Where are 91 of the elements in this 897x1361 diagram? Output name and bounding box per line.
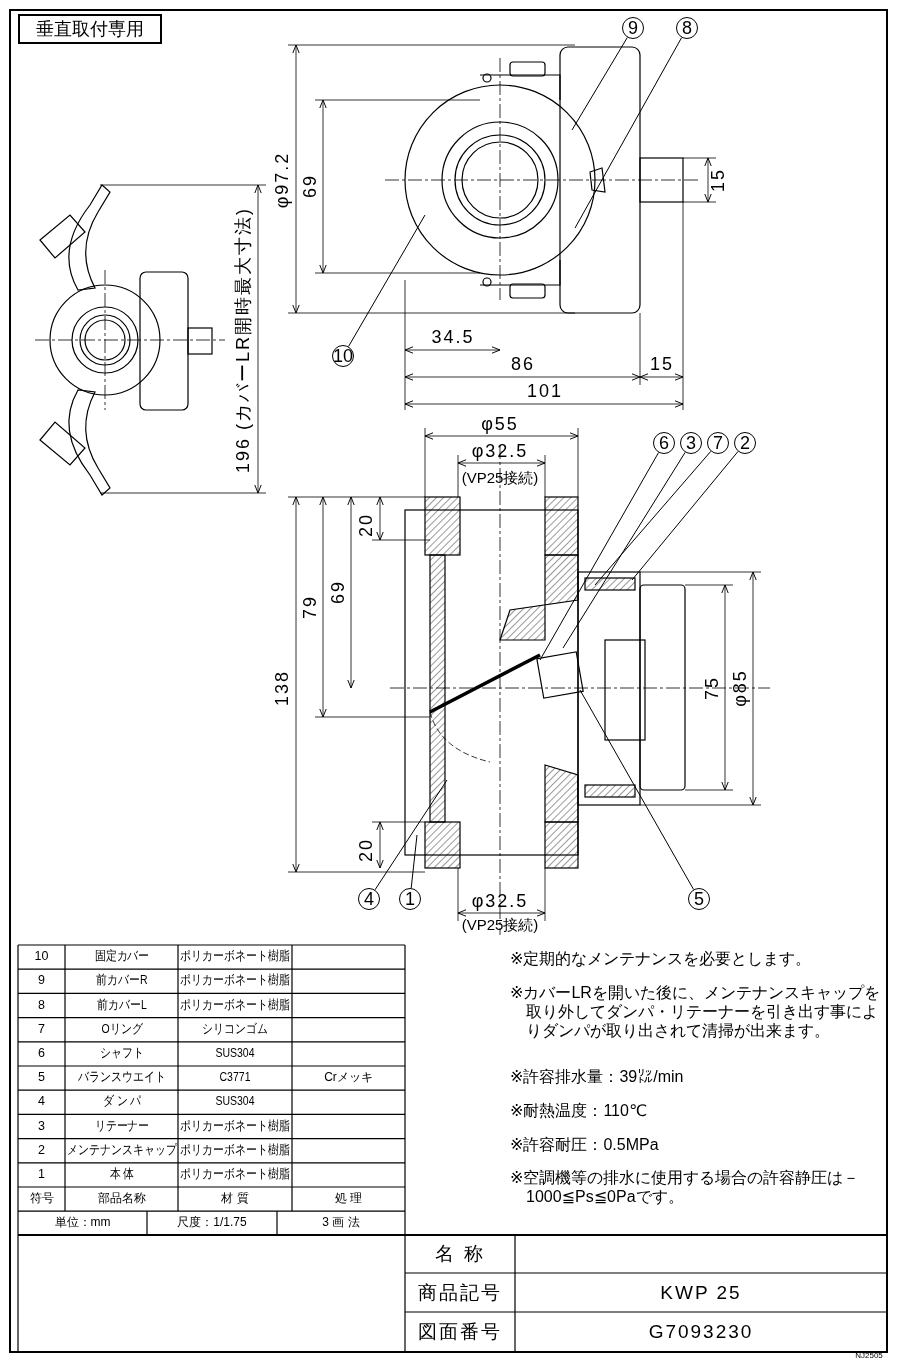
callout-number: 2 [734, 432, 756, 454]
parts-list-text: 4 [38, 1095, 45, 1110]
dimension-text: 101 [527, 382, 563, 402]
dimension-text: 86 [511, 355, 535, 375]
dimension-text: 69 [301, 174, 321, 198]
dimension-text: φ97.2 [273, 151, 293, 209]
drawing-code-text: NJ2505 [855, 1351, 883, 1361]
note-text: ※許容排水量：39㍑/min [510, 1068, 684, 1086]
parts-list-text: ポリカーボネート樹脂 [180, 1119, 290, 1134]
parts-list-text: 8 [38, 998, 45, 1013]
dimension-text: φ85 [731, 669, 751, 707]
parts-list-text: シャフト [99, 1047, 144, 1061]
parts-list-text: 7 [38, 1022, 45, 1037]
dimension-text: φ32.5 [471, 442, 529, 462]
parts-list-text: 5 [38, 1071, 45, 1085]
parts-list-text: Crメッキ [324, 1071, 373, 1085]
dimension-text: φ32.5 [471, 892, 529, 912]
dimension-text: 138 [273, 670, 293, 706]
leader-line [571, 36, 628, 131]
dimension-text: 20 [357, 838, 377, 862]
callout-number: 1 [399, 888, 421, 910]
parts-list-text: シリコンゴム [202, 1022, 268, 1037]
dimension-text: 79 [301, 595, 321, 619]
title-block-text: KWP 25 [660, 1282, 742, 1304]
parts-list-text: 前カバーR [95, 974, 148, 989]
dimension-text: 75 [703, 676, 723, 700]
callout-number: 5 [688, 888, 710, 910]
leader-line [410, 834, 418, 889]
leader-line [594, 450, 712, 586]
parts-list-text: リテーナー [94, 1119, 149, 1134]
title-block-text: 商品記号 [418, 1282, 502, 1304]
callout-number: 8 [676, 17, 698, 39]
parts-list-text: メンテナンスキャップ [66, 1143, 177, 1158]
leader-line [574, 37, 683, 229]
note-text: ※定期的なメンテナンスを必要とします。 [510, 950, 812, 968]
parts-list-text: 3 画 法 [322, 1216, 360, 1230]
parts-list-text: C3771 [219, 1071, 251, 1085]
parts-list-text: 本 体 [109, 1168, 134, 1182]
parts-list-text: ポリカーボネート樹脂 [180, 1168, 290, 1182]
parts-list-text: 前カバーL [96, 998, 147, 1013]
note-text: ※耐熱温度：110℃ [510, 1102, 647, 1120]
note-text: ※空調機等の排水に使用する場合の許容静圧は－1000≦Ps≦0Paです。 [510, 1168, 861, 1207]
title-block-text: 名 称 [435, 1243, 485, 1265]
parts-list-text: 9 [38, 974, 45, 989]
parts-list-text: 1 [38, 1168, 45, 1182]
leader-line [631, 451, 739, 581]
parts-list-text: 固定カバー [94, 950, 149, 964]
parts-list-text: 尺度：1/1.75 [177, 1216, 247, 1230]
parts-list-text: 6 [38, 1047, 45, 1061]
parts-list-text: ポリカーボネート樹脂 [180, 1143, 290, 1158]
callout-number: 6 [653, 432, 675, 454]
dimension-text: (VP25接続) [461, 916, 539, 934]
parts-list-text: ポリカーボネート樹脂 [180, 998, 290, 1013]
dimension-text: 34.5 [431, 328, 475, 348]
parts-list-text: 2 [38, 1143, 45, 1158]
leader-line [348, 214, 426, 347]
parts-list-text: 10 [34, 950, 49, 964]
parts-list-text: SUS304 [215, 1095, 255, 1110]
callout-number: 10 [332, 345, 354, 367]
callout-number: 3 [680, 432, 702, 454]
title-block-text: G7093230 [648, 1321, 754, 1343]
parts-list-text: SUS304 [215, 1047, 255, 1061]
callout-number: 7 [707, 432, 729, 454]
parts-list-text: ポリカーボネート樹脂 [180, 974, 290, 989]
parts-list-text: 部品名称 [97, 1192, 146, 1206]
parts-list-text: 符号 [29, 1192, 54, 1206]
mounting-note-box: 垂直取付専用 [18, 14, 162, 44]
parts-list-text: 3 [38, 1119, 45, 1134]
callout-number: 4 [358, 888, 380, 910]
leader-line [539, 452, 660, 661]
leader-line [374, 779, 448, 891]
leader-line [562, 451, 686, 649]
callout-number: 9 [622, 17, 644, 39]
parts-list-text: 処 理 [334, 1192, 363, 1206]
dimension-text: 69 [329, 580, 349, 604]
dimension-text: φ55 [481, 415, 519, 435]
parts-list-text: Oリング [101, 1022, 142, 1037]
note-text: ※許容耐圧：0.5MPa [510, 1136, 659, 1154]
dimension-text: 196 (カバーLR開時最大寸法) [234, 207, 254, 473]
parts-list-text: 単位：mm [54, 1216, 111, 1230]
parts-list-text: バランスウエイト [77, 1071, 166, 1085]
title-block-text: 図面番号 [418, 1321, 502, 1343]
dimension-text: 20 [357, 513, 377, 537]
parts-list-text: ダ ン パ [102, 1095, 141, 1110]
note-text: ※カバーLRを開いた後に、メンテナンスキャップを取り外してダンパ・リテーナーを引き出す事によりダンパが取り出されて清掃が出来ます。 [510, 983, 881, 1041]
leader-line [579, 689, 695, 890]
dimension-text: (VP25接続) [461, 469, 539, 487]
dimension-text: 15 [650, 355, 674, 375]
parts-list-text: ポリカーボネート樹脂 [180, 950, 290, 964]
dimension-text: 15 [709, 168, 729, 192]
parts-list-text: 材 質 [221, 1192, 249, 1206]
